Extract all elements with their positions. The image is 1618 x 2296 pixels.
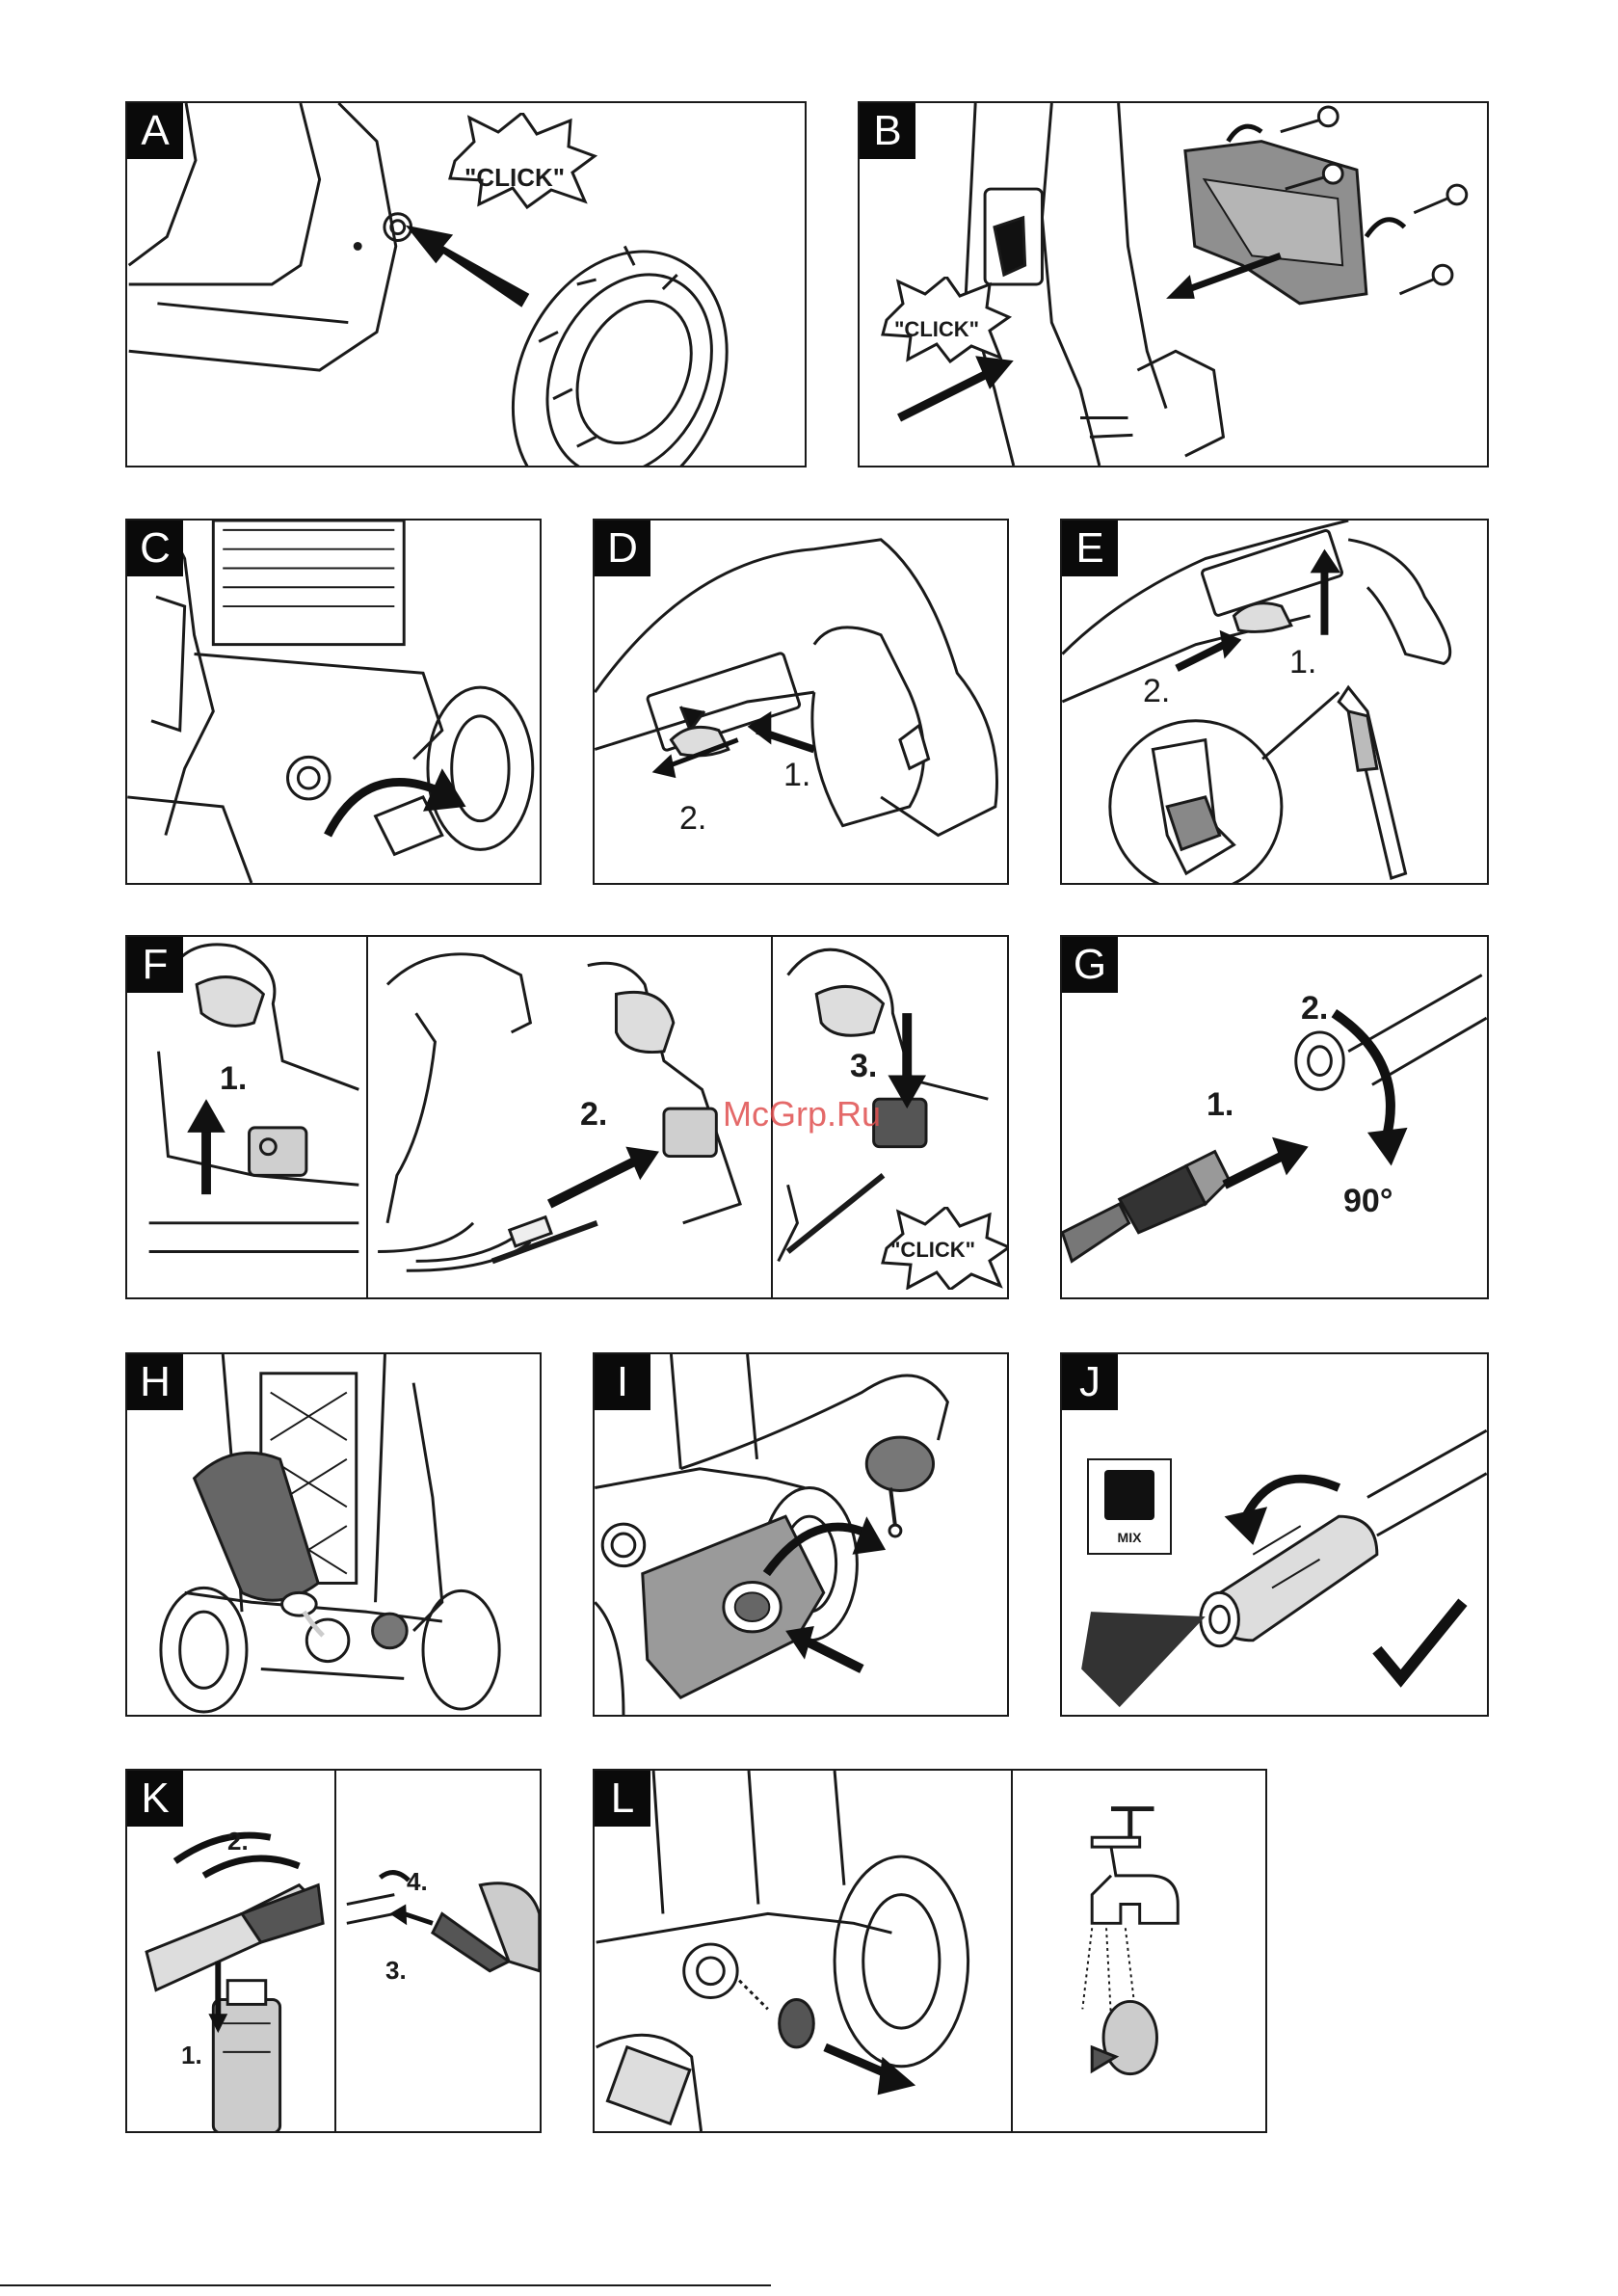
panel-h: H: [125, 1352, 542, 1717]
panel-h-drawing: [127, 1354, 540, 1715]
panel-divider: [1011, 1771, 1013, 2131]
push-arrow-icon: [1225, 1157, 1282, 1186]
panel-e: E 1. 2.: [1060, 519, 1489, 885]
panel-i-drawing: [595, 1354, 1007, 1715]
angle-label: 90°: [1343, 1183, 1393, 1220]
panel-d: D 1. 2.: [593, 519, 1009, 885]
page-footer-rule: [0, 2284, 771, 2286]
panel-i: I: [593, 1352, 1009, 1717]
panel-j: J MIX: [1060, 1352, 1489, 1717]
step-2-label: 2.: [1301, 990, 1328, 1028]
panel-a: A "CLICK": [125, 101, 807, 467]
panel-letter: C: [127, 521, 183, 576]
panel-divider: [366, 937, 368, 1297]
watermark: McGrp.Ru: [723, 1094, 881, 1135]
panel-l: L: [593, 1769, 1267, 2133]
panel-c-drawing: [127, 521, 540, 883]
panel-letter: L: [595, 1771, 650, 1827]
panel-letter: D: [595, 521, 650, 576]
panel-k-drawing: [127, 1771, 540, 2131]
push-arrow-icon: [899, 370, 995, 417]
step-2-label: 2.: [679, 800, 706, 838]
panel-e-drawing: [1062, 521, 1487, 883]
step-3-label: 3.: [850, 1048, 877, 1085]
panel-g-drawing: [1062, 937, 1487, 1297]
step-1-label: 1.: [1207, 1086, 1233, 1124]
step-2-label: 2.: [227, 1827, 249, 1856]
detergent-bottle-icon: [195, 1453, 319, 1600]
click-label: "CLICK": [894, 317, 979, 342]
click-label: "CLICK": [890, 1238, 975, 1263]
push-arrow-icon: [406, 226, 530, 307]
panel-divider: [334, 1771, 336, 2131]
panel-letter: I: [595, 1354, 650, 1410]
rotate-arrow-icon: [203, 1858, 299, 1876]
panel-d-drawing: [595, 521, 1007, 883]
step-3-label: 3.: [385, 1956, 407, 1986]
step-1-label: 1.: [220, 1060, 247, 1098]
mix-mode-icon: MIX: [1087, 1458, 1172, 1555]
panel-g: G 1. 2. 90°: [1060, 935, 1489, 1299]
step-1-label: 1.: [181, 2041, 202, 2070]
panel-k: K 1. 2. 3. 4.: [125, 1769, 542, 2133]
spray-icon: [1081, 1612, 1206, 1707]
click-burst-icon: [445, 113, 599, 209]
panel-letter: G: [1062, 937, 1118, 993]
push-arrow-icon: [805, 1641, 862, 1669]
step-2-label: 2.: [1143, 673, 1170, 710]
wheel-icon: [473, 216, 767, 466]
check-icon: [1377, 1602, 1463, 1678]
panel-letter: F: [127, 937, 183, 993]
panel-b: B "CLICK": [858, 101, 1489, 467]
panel-c: C: [125, 519, 542, 885]
panel-letter: H: [127, 1354, 183, 1410]
panel-letter: K: [127, 1771, 183, 1827]
panel-letter: B: [860, 103, 915, 159]
step-4-label: 4.: [407, 1867, 428, 1897]
step-1-label: 1.: [783, 757, 810, 794]
step-1-label: 1.: [1289, 644, 1316, 681]
mix-label: MIX: [1089, 1530, 1170, 1545]
panel-letter: J: [1062, 1354, 1118, 1410]
panel-letter: A: [127, 103, 183, 159]
panel-letter: E: [1062, 521, 1118, 576]
step-2-label: 2.: [580, 1096, 607, 1134]
click-label: "CLICK": [464, 163, 565, 193]
panel-l-drawing: [595, 1771, 1265, 2131]
